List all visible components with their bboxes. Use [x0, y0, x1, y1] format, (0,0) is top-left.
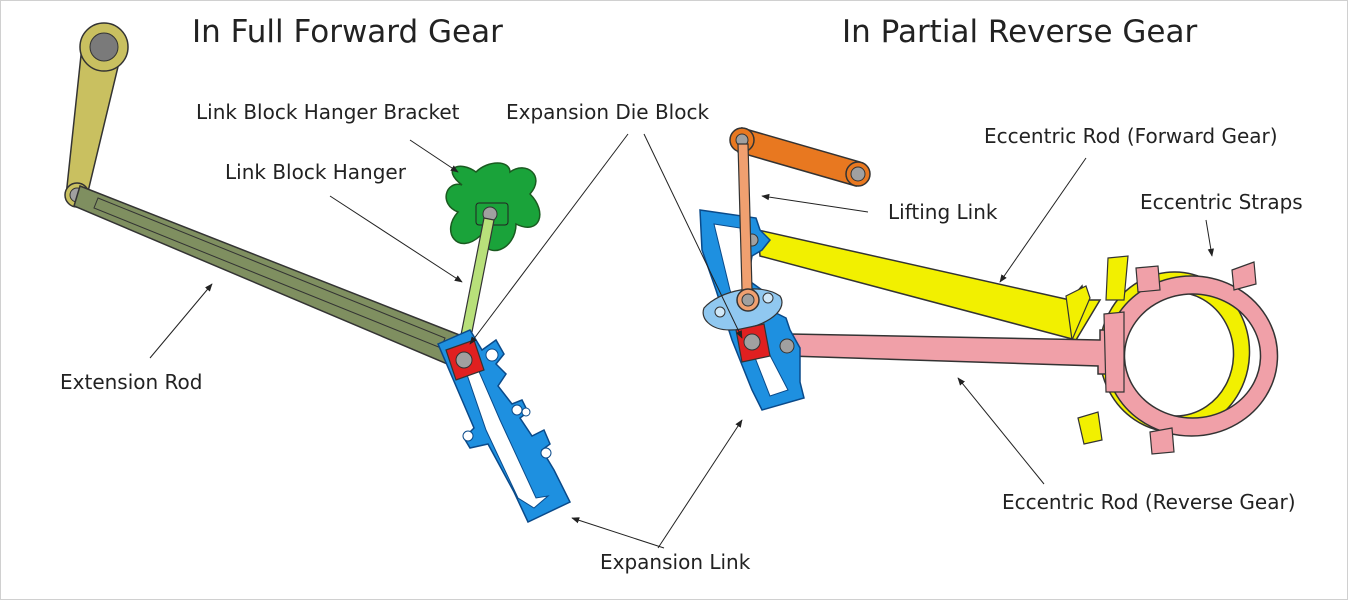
arrow-eccentric-reverse: [957, 377, 1045, 485]
arrow-link-block-hanger: [329, 195, 463, 283]
extension-rod: [73, 185, 463, 368]
label-expansion-die-block: Expansion Die Block: [506, 100, 710, 124]
label-eccentric-rod-forward: Eccentric Rod (Forward Gear): [984, 124, 1278, 148]
title-full-forward-gear: In Full Forward Gear: [192, 14, 503, 50]
label-link-block-hanger: Link Block Hanger: [225, 160, 406, 184]
arrow-eccentric-straps: [1205, 219, 1214, 257]
left-assembly: [64, 22, 572, 524]
arrow-die-block-right: [643, 133, 743, 339]
leader-arrows: [149, 133, 1214, 549]
eccentric-reverse: [789, 261, 1279, 455]
right-assembly: [699, 127, 1279, 455]
arrow-hanger-bracket: [409, 139, 459, 173]
crank-arm: [64, 22, 129, 208]
arrow-extension-rod: [149, 283, 213, 359]
arrow-expansion-link-left: [571, 517, 665, 549]
label-extension-rod: Extension Rod: [60, 370, 203, 394]
die-block-right: [735, 323, 771, 363]
label-expansion-link: Expansion Link: [600, 550, 751, 574]
die-block-left: [445, 339, 485, 381]
hanger-bracket: [445, 162, 541, 252]
label-lifting-link: Lifting Link: [888, 200, 998, 224]
arrow-expansion-link-right: [657, 419, 743, 549]
label-link-block-hanger-bracket: Link Block Hanger Bracket: [196, 100, 460, 124]
eccentric-forward: [757, 229, 1251, 445]
lifting-link: [736, 143, 760, 312]
expansion-link-left: [437, 329, 572, 524]
lifting-arm: [729, 127, 871, 187]
arrow-eccentric-forward: [999, 157, 1087, 283]
label-eccentric-straps: Eccentric Straps: [1140, 190, 1303, 214]
label-eccentric-rod-reverse: Eccentric Rod (Reverse Gear): [1002, 490, 1296, 514]
arrow-die-block-left: [469, 133, 629, 345]
title-partial-reverse-gear: In Partial Reverse Gear: [842, 14, 1198, 50]
arrow-lifting-link: [761, 193, 869, 213]
